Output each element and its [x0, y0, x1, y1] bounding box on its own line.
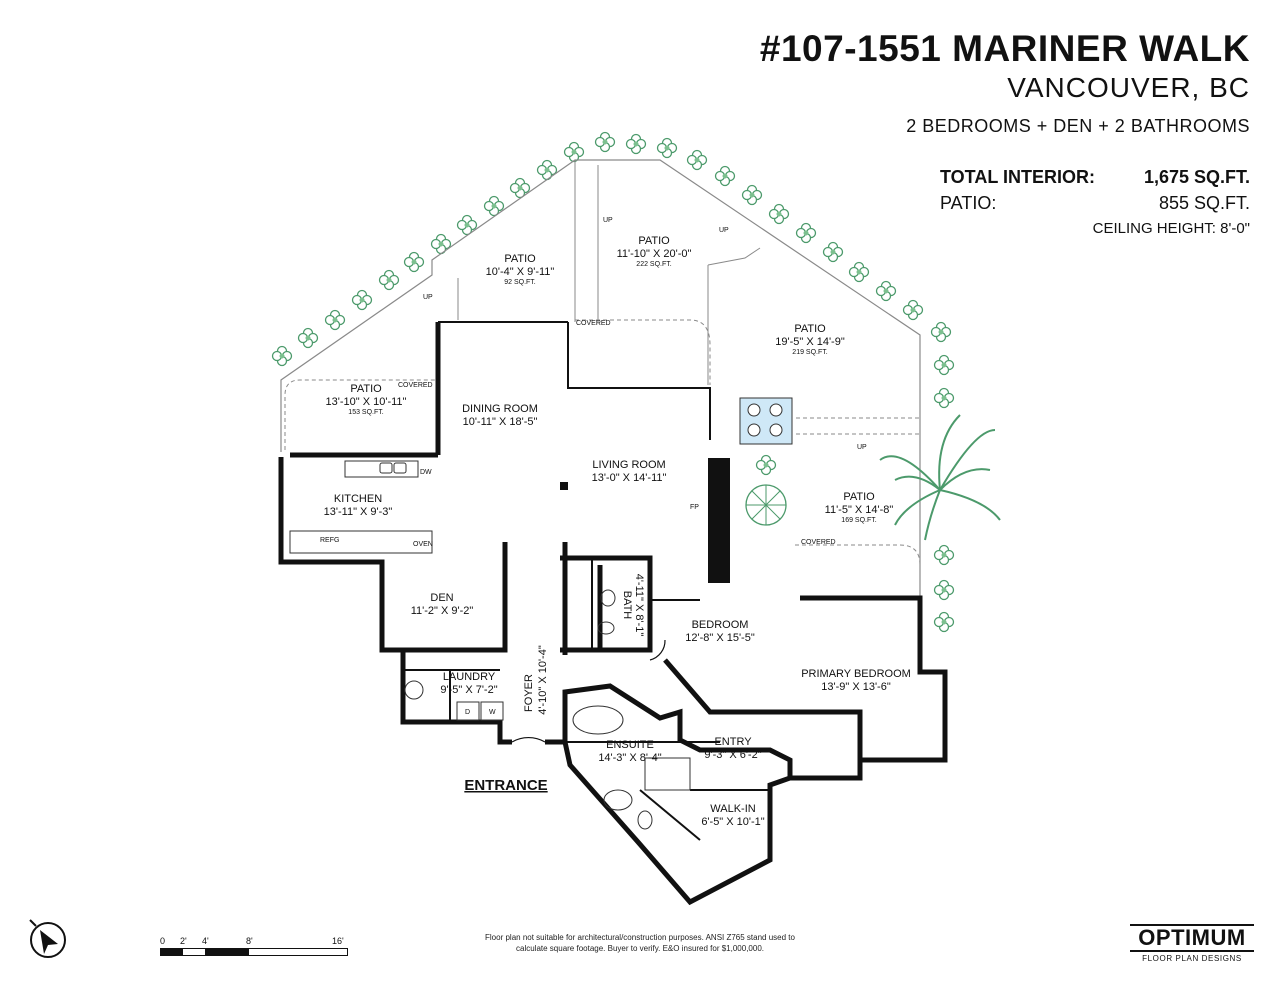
primary-bedroom-name: PRIMARY BEDROOM	[801, 668, 911, 680]
walkin-dims: 6'-5" X 10'-1"	[701, 816, 764, 828]
patio-c-dims: 11'-10" X 20'-0"	[617, 248, 692, 260]
patio-label: PATIO:	[940, 193, 997, 213]
scale-bar-graphic	[160, 948, 348, 956]
patio-e-name: PATIO	[843, 491, 875, 503]
bedroom-name: BEDROOM	[692, 619, 749, 631]
bath-name: BATH	[621, 591, 633, 620]
patio-outer-boundary	[280, 159, 921, 600]
scale-labels: 0 2' 4' 8' 16'	[160, 936, 360, 948]
patio-d-dims: 19'-5" X 14'-9"	[775, 336, 845, 348]
patio-e-dims: 11'-5" X 14'-8"	[825, 504, 894, 516]
oven-label: OVEN	[413, 541, 433, 548]
living-name: LIVING ROOM	[592, 459, 665, 471]
ensuite-name: ENSUITE	[606, 739, 654, 751]
kitchen-counters	[289, 460, 433, 554]
interior-partitions	[405, 321, 770, 841]
washer-label: W	[489, 709, 496, 716]
fireplace-wall	[708, 458, 730, 583]
covered-label-1: COVERED	[398, 382, 433, 389]
logo-word: OPTIMUM	[1130, 924, 1254, 952]
covered-label-3: COVERED	[801, 539, 836, 546]
patio-d-area: 219 SQ.FT.	[792, 349, 827, 356]
patio-d-name: PATIO	[794, 323, 826, 335]
dining-name: DINING ROOM	[462, 403, 538, 415]
covered-label-2: COVERED	[576, 320, 611, 327]
up-labels: UP UP UP UP	[423, 217, 867, 451]
hot-tub	[739, 397, 793, 445]
foyer-name: FOYER	[523, 674, 535, 712]
primary-bedroom-dims: 13'-9" X 13'-6"	[821, 681, 891, 693]
patio-a-area: 153 SQ.FT.	[348, 409, 383, 416]
listing-city: VANCOUVER, BC	[1007, 72, 1250, 103]
patio-c-name: PATIO	[638, 235, 670, 247]
patio-row: PATIO: 855 SQ.FT.	[940, 190, 1250, 216]
living-dims: 13'-0" X 14'-11"	[592, 472, 667, 484]
entrance-label: ENTRANCE	[464, 777, 547, 794]
covered-areas	[284, 319, 921, 600]
entry-dims: 9'-3" X 6'-2"	[704, 749, 761, 761]
total-interior-value: 1,675 SQ.FT.	[1143, 167, 1250, 187]
patio-b-name: PATIO	[504, 253, 536, 265]
patio-e-area: 169 SQ.FT.	[841, 517, 876, 524]
patio-dividers	[457, 160, 761, 385]
scale-label-3: 8'	[246, 936, 253, 946]
dryer-label: D	[465, 709, 470, 716]
dining-dims: 10'-11" X 18'-5"	[463, 416, 538, 428]
disclaimer: Floor plan not suitable for architectura…	[485, 933, 795, 953]
up-label-1: UP	[423, 294, 433, 301]
patio-value: 855 SQ.FT.	[1158, 193, 1250, 213]
patio-c-area: 222 SQ.FT.	[636, 261, 671, 268]
patio-b-dims: 10'-4" X 9'-11"	[486, 266, 555, 278]
patio-a-dims: 13'-10" X 10'-11"	[326, 396, 407, 408]
up-label-4: UP	[857, 444, 867, 451]
listing-address: #107-1551 MARINER WALK	[759, 28, 1250, 69]
fp-label: FP	[690, 504, 699, 511]
scale-bar: 0 2' 4' 8' 16'	[160, 936, 360, 956]
up-label-3: UP	[719, 227, 729, 234]
scale-label-1: 2'	[180, 936, 187, 946]
door-swings	[511, 639, 666, 743]
palm-tree	[879, 414, 1001, 541]
round-planter	[745, 454, 787, 526]
logo-tagline: FLOOR PLAN DESIGNS	[1142, 954, 1242, 963]
kitchen-dims: 13'-11" X 9'-3"	[324, 506, 393, 518]
kitchen-name: KITCHEN	[334, 493, 382, 505]
dw-label: DW	[420, 469, 432, 476]
laundry-dims: 9'-5" X 7'-2"	[440, 684, 497, 696]
walkin-name: WALK-IN	[710, 803, 755, 815]
north-arrow-icon	[29, 919, 66, 958]
exterior-walls	[278, 322, 948, 906]
bath-dims: 4'-11" X 8'-1"	[633, 574, 645, 637]
den-name: DEN	[430, 592, 453, 604]
up-label-2: UP	[603, 217, 613, 224]
den-dims: 11'-2" X 9'-2"	[411, 605, 474, 617]
area-stats: TOTAL INTERIOR: 1,675 SQ.FT. PATIO: 855 …	[940, 164, 1250, 237]
refg-label: REFG	[320, 537, 339, 544]
total-interior-label: TOTAL INTERIOR:	[940, 167, 1095, 187]
bath-fixtures	[404, 589, 691, 830]
scale-label-2: 4'	[202, 936, 209, 946]
scale-label-0: 0	[160, 936, 166, 946]
optimum-logo: OPTIMUM FLOOR PLAN DESIGNS	[1130, 924, 1254, 963]
covered-labels: COVERED COVERED COVERED	[398, 320, 836, 546]
laundry-name: LAUNDRY	[443, 671, 496, 683]
room-summary: 2 BEDROOMS + DEN + 2 BATHROOMS	[906, 116, 1250, 136]
room-labels: PATIO 13'-10" X 10'-11" 153 SQ.FT. PATIO…	[324, 235, 911, 828]
ceiling-height: CEILING HEIGHT: 8'-0"	[1092, 220, 1250, 237]
scale-label-4: 16'	[332, 936, 344, 946]
ensuite-dims: 14'-3" X 8'-4"	[598, 752, 661, 764]
bedroom-dims: 12'-8" X 15'-5"	[685, 632, 755, 644]
foyer-dims: 4'-10" X 10'-4"	[537, 645, 549, 715]
entry-name: ENTRY	[714, 736, 752, 748]
total-interior-row: TOTAL INTERIOR: 1,675 SQ.FT.	[940, 164, 1250, 190]
column	[560, 482, 568, 490]
patio-a-name: PATIO	[350, 383, 382, 395]
patio-b-area: 92 SQ.FT.	[504, 279, 536, 286]
fixture-labels: DW REFG OVEN FP D W	[320, 469, 699, 716]
